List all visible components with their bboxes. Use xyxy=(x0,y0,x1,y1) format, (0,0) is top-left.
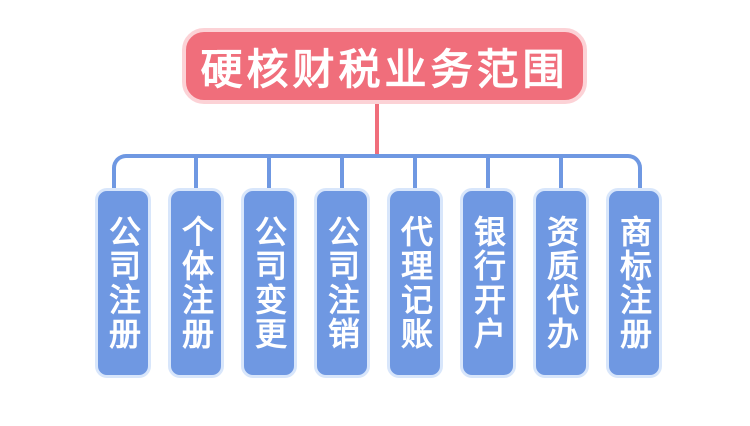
service-item-label: 代理记账 xyxy=(396,215,434,351)
title-box: 硬核财税业务范围 xyxy=(182,28,587,104)
service-item-label: 个体注册 xyxy=(177,215,215,351)
service-item-individual-registration: 个体注册 xyxy=(168,188,224,378)
service-item-company-deregistration: 公司注销 xyxy=(314,188,370,378)
service-item-label: 银行开户 xyxy=(469,215,507,351)
service-item-company-change: 公司变更 xyxy=(241,188,297,378)
service-item-label: 公司注销 xyxy=(323,215,361,351)
trunk-connector xyxy=(375,104,379,156)
service-item-label: 资质代办 xyxy=(542,215,580,351)
service-item-trademark: 商标注册 xyxy=(606,188,662,378)
branch-drop xyxy=(486,158,490,192)
branch-drop xyxy=(340,158,344,192)
branch-drop xyxy=(267,158,271,192)
branch-connector xyxy=(112,154,642,194)
branch-drop xyxy=(413,158,417,192)
diagram-title: 硬核财税业务范围 xyxy=(200,44,569,94)
service-item-label: 商标注册 xyxy=(615,215,653,351)
service-item-bank-account: 银行开户 xyxy=(460,188,516,378)
branch-drop xyxy=(559,158,563,192)
service-item-label: 公司变更 xyxy=(250,215,288,351)
branch-drop xyxy=(194,158,198,192)
service-item-bookkeeping: 代理记账 xyxy=(387,188,443,378)
service-item-qualification: 资质代办 xyxy=(533,188,589,378)
service-item-company-registration: 公司注册 xyxy=(95,188,151,378)
service-item-label: 公司注册 xyxy=(104,215,142,351)
